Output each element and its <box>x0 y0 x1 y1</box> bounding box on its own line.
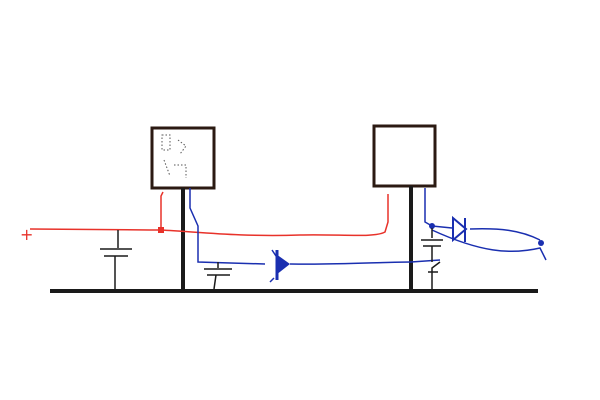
capacitor-right-output <box>421 228 443 289</box>
signal-wire <box>189 188 547 265</box>
input-terminal-label: + <box>20 225 33 244</box>
module-right <box>372 124 437 291</box>
capacitor-left-output <box>204 262 232 290</box>
diode-middle <box>269 249 290 283</box>
capacitor-input <box>100 230 132 289</box>
module-left-scribble <box>161 134 187 178</box>
positive-wire <box>29 191 389 237</box>
diode-right <box>452 215 468 243</box>
module-left <box>150 126 216 291</box>
